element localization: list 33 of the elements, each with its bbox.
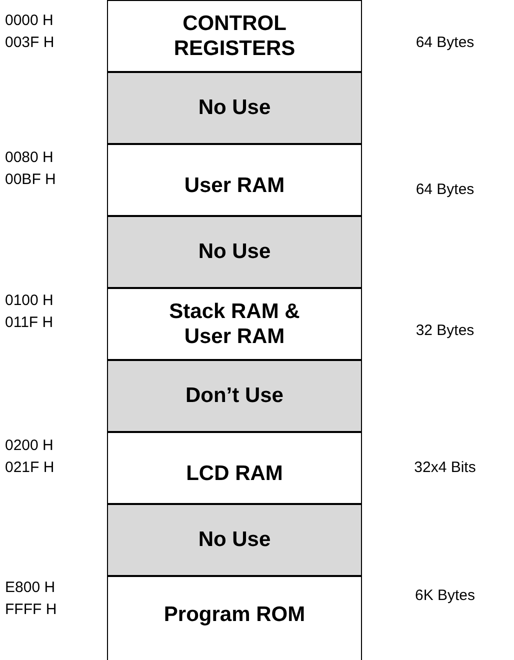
address-label: 003F H (5, 34, 54, 51)
address-label: 00BF H (5, 171, 56, 188)
region-label: User RAM (184, 173, 285, 199)
memory-region-box (107, 576, 362, 660)
region-label: LCD RAM (186, 461, 283, 487)
memory-region-box (107, 432, 362, 504)
size-label: 64 Bytes (414, 181, 476, 198)
address-label: 021F H (5, 459, 54, 476)
unused-region-box (107, 504, 362, 576)
address-label: E800 H (5, 579, 56, 596)
memory-region-box (107, 144, 362, 216)
address-label: 0080 H (5, 149, 54, 166)
address-label: 0100 H (5, 292, 54, 309)
region-label: Don’t Use (185, 383, 284, 409)
unused-region-box (107, 360, 362, 432)
size-label: 6K Bytes (414, 587, 476, 604)
memory-region-box (107, 288, 362, 360)
region-label: CONTROL REGISTERS (172, 10, 296, 62)
address-label: 011F H (5, 314, 54, 331)
address-label: 0000 H (5, 12, 54, 29)
unused-region-box (107, 216, 362, 288)
region-label: No Use (198, 95, 271, 121)
size-label: 64 Bytes (414, 34, 476, 51)
size-label: 32 Bytes (414, 322, 476, 339)
memory-region-box (107, 0, 362, 72)
region-label: Stack RAM & User RAM (168, 298, 301, 350)
unused-region-box (107, 72, 362, 144)
address-label: 0200 H (5, 437, 54, 454)
size-label: 32x4 Bits (413, 459, 477, 476)
region-label: No Use (198, 527, 271, 553)
region-label: No Use (198, 239, 271, 265)
region-label: Program ROM (164, 602, 306, 628)
address-label: FFFF H (5, 601, 57, 618)
